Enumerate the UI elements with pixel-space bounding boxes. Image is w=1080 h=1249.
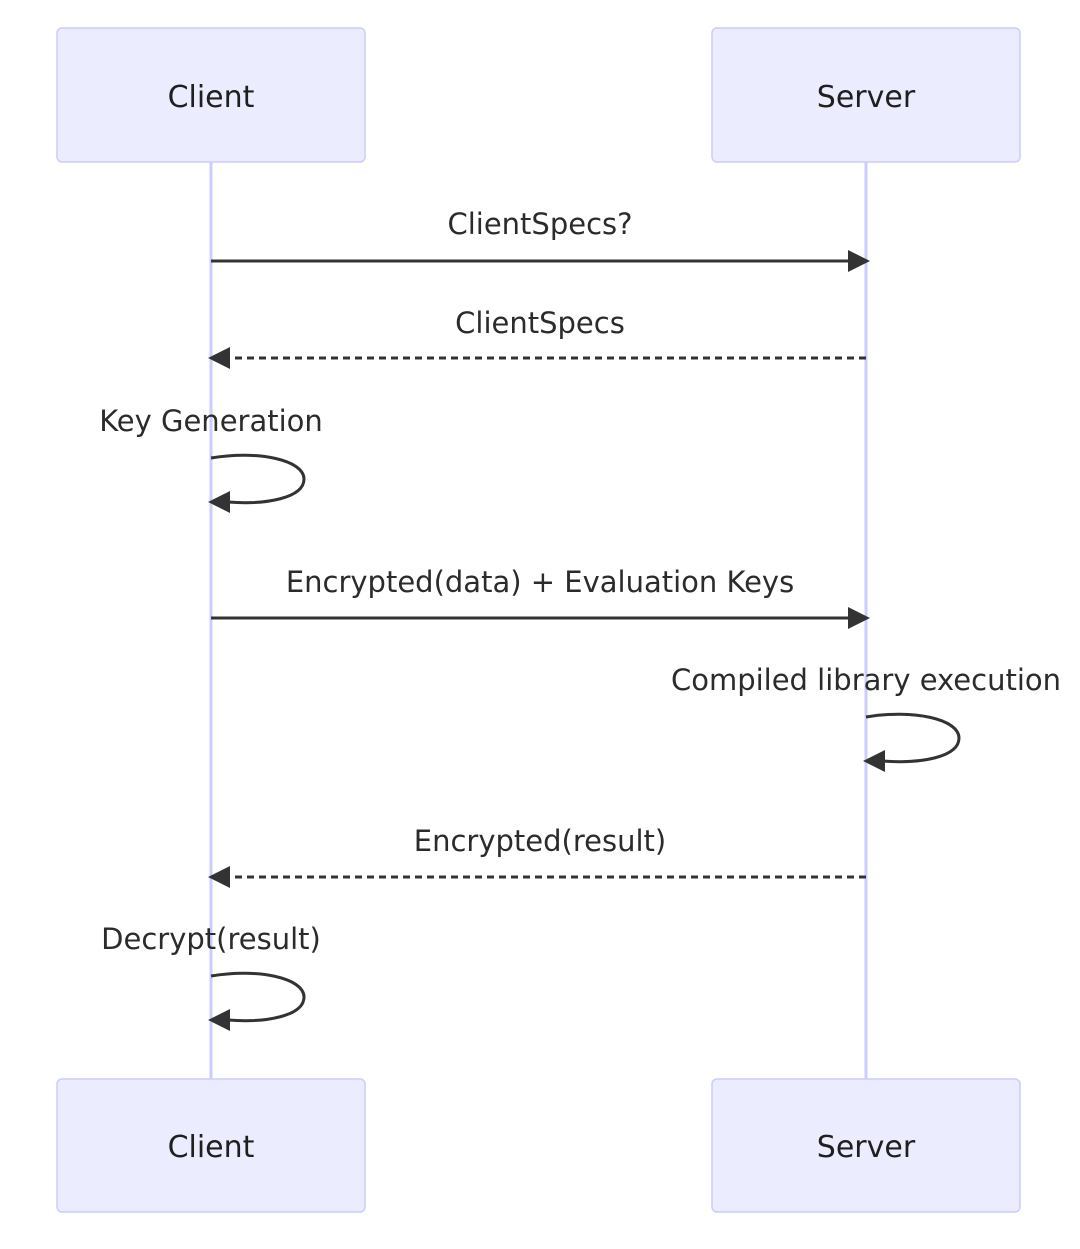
message-clientspecs-response: ClientSpecs	[208, 306, 866, 369]
arrowhead-icon	[208, 1009, 230, 1031]
message-label: ClientSpecs?	[447, 207, 632, 241]
message-label: Encrypted(data) + Evaluation Keys	[286, 565, 794, 599]
message-label: Key Generation	[99, 404, 323, 438]
message-compiled-library-execution: Compiled library execution	[671, 663, 1061, 772]
arrowhead-icon	[208, 347, 230, 369]
arrowhead-icon	[208, 866, 230, 888]
arrowhead-icon	[863, 750, 885, 772]
message-key-generation: Key Generation	[99, 404, 323, 513]
actor-server-bottom: Server	[711, 1078, 1021, 1213]
actor-server-top-label: Server	[817, 80, 916, 115]
message-label: ClientSpecs	[455, 306, 625, 340]
arrowhead-icon	[208, 491, 230, 513]
actor-client-top-label: Client	[168, 80, 255, 115]
arrowhead-icon	[848, 250, 870, 272]
message-arrow	[865, 712, 961, 764]
message-clientspecs-request: ClientSpecs?	[211, 207, 870, 272]
actor-server-bottom-label: Server	[817, 1130, 916, 1165]
message-encrypted-data: Encrypted(data) + Evaluation Keys	[211, 565, 870, 629]
message-label: Decrypt(result)	[101, 922, 321, 956]
message-arrow	[210, 971, 306, 1023]
arrowhead-icon	[848, 607, 870, 629]
message-decrypt-result: Decrypt(result)	[101, 922, 321, 1031]
message-encrypted-result: Encrypted(result)	[208, 824, 866, 888]
message-arrow	[210, 453, 306, 505]
actor-client-bottom-label: Client	[168, 1130, 255, 1165]
message-label: Encrypted(result)	[414, 824, 666, 858]
actor-client-bottom: Client	[56, 1078, 366, 1213]
message-label: Compiled library execution	[671, 663, 1061, 697]
actor-server-top: Server	[711, 27, 1021, 163]
actor-client-top: Client	[56, 27, 366, 163]
